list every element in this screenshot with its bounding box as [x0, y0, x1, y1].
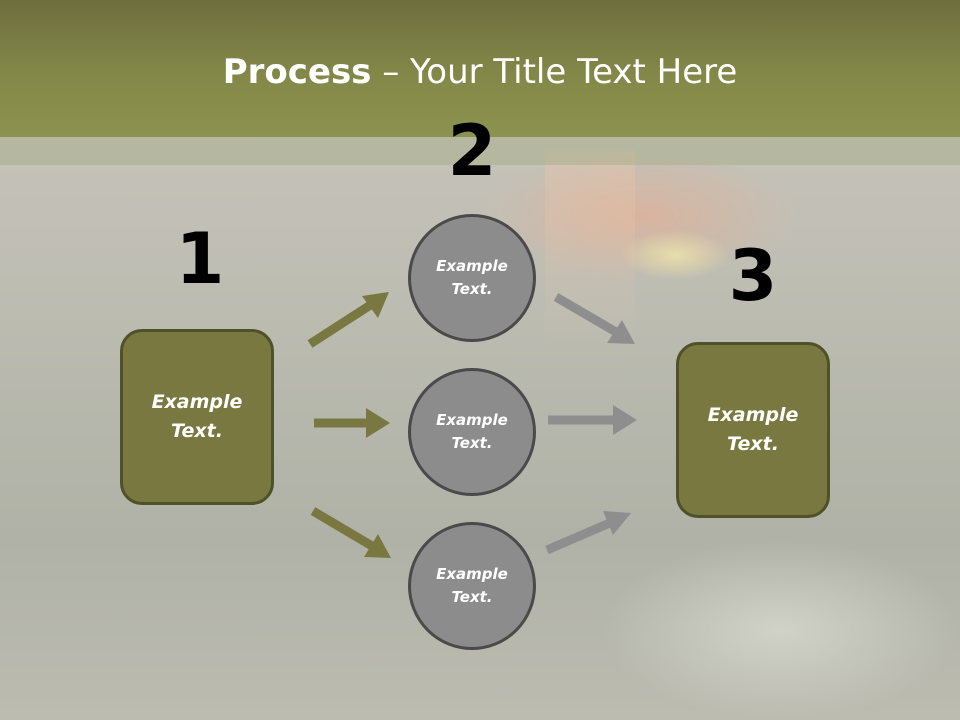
title-bar-band	[0, 137, 960, 165]
arrow-left-to-top	[307, 292, 389, 348]
right-box: Example Text.	[676, 342, 830, 518]
circle-middle: Example Text.	[408, 368, 536, 496]
left-box-text: Example Text.	[151, 391, 243, 442]
cloud-highlight	[620, 230, 730, 280]
title-rest: – Your Title Text Here	[371, 52, 738, 92]
circle-bottom-text: Example Text.	[436, 565, 508, 606]
circle-bottom: Example Text.	[408, 522, 536, 650]
circle-top: Example Text.	[408, 214, 536, 342]
arrow-left-to-bottom	[310, 507, 391, 558]
arrow-left-to-middle	[314, 408, 390, 438]
arrow-top-to-right	[553, 293, 635, 344]
circle-middle-text: Example Text.	[436, 411, 508, 452]
water-spray	[600, 540, 960, 720]
right-box-text: Example Text.	[707, 404, 799, 455]
title-bar	[0, 0, 960, 137]
slide-title: Process – Your Title Text Here	[0, 52, 960, 92]
left-box: Example Text.	[120, 329, 274, 505]
arrow-middle-to-right	[548, 405, 637, 435]
step-number-1: 1	[175, 218, 225, 300]
title-bold: Process	[222, 52, 372, 92]
arrow-bottom-to-right	[545, 511, 631, 555]
circle-top-text: Example Text.	[436, 257, 508, 298]
step-number-3: 3	[728, 235, 778, 317]
step-number-2: 2	[447, 110, 497, 192]
